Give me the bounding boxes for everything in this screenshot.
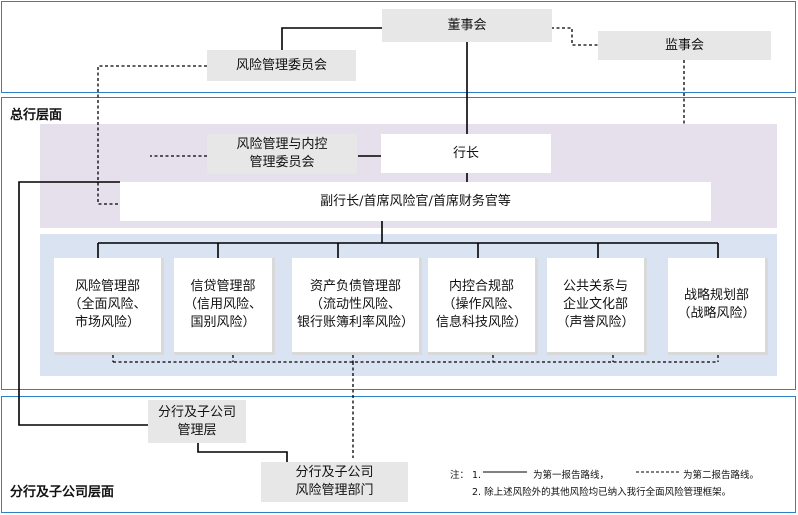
dashed-line-board-supervisors	[551, 27, 598, 46]
solid-line-dept-drops	[97, 243, 719, 258]
strategic-planning-dept-box: 战略规划部 （战略风险）	[668, 258, 768, 355]
risk-management-committee-box: 风险管理委员会	[207, 50, 356, 81]
branch-risk-management-dept-box: 分行及子公司 风险管理部门	[261, 462, 408, 502]
solid-line-management-riskdept	[197, 443, 288, 462]
note-line1-first-route: 为第一报告路线，	[533, 470, 610, 481]
board-of-directors-box: 董事会	[382, 9, 552, 42]
solid-line-board-risk-committee	[281, 27, 382, 53]
risk-internal-control-committee-box: 风险管理与内控 管理委员会	[207, 134, 357, 174]
dashed-line-dept-bottom-drops	[112, 355, 719, 362]
branch-frame	[1, 396, 796, 513]
vice-presidents-box: 副行长/首席风险官/首席财务官等	[120, 182, 711, 221]
note-line1-number: 1.	[472, 470, 482, 481]
dashed-line-risk-committee-left	[97, 65, 207, 205]
note-prefix: 注：	[450, 470, 470, 481]
risk-management-dept-box: 风险管理部 （全面风险、 市场风险）	[54, 258, 164, 355]
top-level-frame	[1, 1, 796, 93]
head-office-label: 总行层面	[10, 108, 63, 123]
public-relations-culture-dept-box: 公共关系与 企业文化部 （声誉风险）	[547, 258, 647, 355]
branch-management-box: 分行及子公司 管理层	[148, 400, 246, 443]
president-box: 行长	[381, 134, 551, 173]
internal-control-compliance-dept-box: 内控合规部 （操作风险、 信息科技风险）	[428, 258, 538, 355]
solid-line-branch-management	[18, 181, 148, 426]
branch-level-label: 分行及子公司层面	[10, 485, 115, 500]
credit-management-dept-box: 信贷管理部 （信用风险、 国别风险）	[174, 258, 275, 355]
head-office-frame	[1, 97, 796, 390]
note-line1-second-route: 为第二报告路线。	[683, 470, 760, 481]
note-line2: 2. 除上述风险外的其他风险均已纳入我行全面风险管理框架。	[472, 487, 732, 498]
asset-liability-dept-box: 资产负债管理部 （流动性风险、 银行账簿利率风险）	[292, 258, 422, 355]
board-of-supervisors-box: 监事会	[598, 31, 771, 60]
